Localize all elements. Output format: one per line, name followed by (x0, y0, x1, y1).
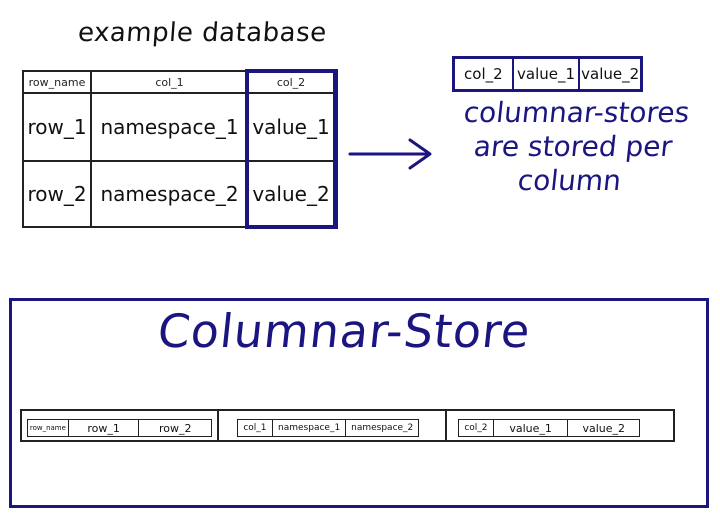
store-cell: value_2 (582, 421, 625, 435)
store-group-col-2: col_2 value_1 value_2 (458, 419, 640, 437)
header-col-1: col_1 (155, 75, 184, 89)
store-cell: row_1 (69, 420, 140, 436)
store-cell: value_1 (494, 420, 569, 436)
cell-row-2-col-1: namespace_2 (100, 182, 239, 206)
cell-row-1-col-2: value_1 (252, 115, 330, 139)
strip-cell-col-2: col_2 (455, 59, 514, 89)
cell-row-2-col-2: value_2 (252, 182, 330, 206)
store-cell: row_name (28, 420, 69, 436)
store-cell: col_1 (238, 420, 273, 436)
header-row-name: row_name (28, 75, 86, 89)
example-table: row_name col_1 col_2 row_1 namespace_1 v… (22, 70, 335, 228)
column-strip: col_2 value_1 value_2 (452, 56, 643, 92)
cell-row-1-col-1: namespace_1 (100, 115, 239, 139)
cell-row-1-name: row_1 (27, 115, 87, 139)
col-2-highlight (245, 69, 338, 229)
cell-row-2-name: row_2 (27, 182, 87, 206)
store-cell: col_2 (459, 420, 494, 436)
store-cell: row_2 (158, 421, 192, 435)
right-arrow-icon (348, 138, 432, 170)
columnar-store-title: Columnar-Store (155, 304, 534, 358)
columnar-store-box (9, 298, 709, 508)
store-cell: namespace_2 (351, 423, 414, 433)
header-col-2: col_2 (276, 75, 306, 89)
example-database-title: example database (76, 18, 328, 48)
strip-cell-value-2: value_2 (581, 65, 640, 83)
store-group-col-1: col_1 namespace_1 namespace_2 (237, 419, 419, 437)
store-cell: namespace_1 (273, 420, 347, 436)
strip-cell-value-1: value_1 (514, 59, 581, 89)
store-group-row-name: row_name row_1 row_2 (27, 419, 212, 437)
columnar-note: columnar-stores are stored per column (462, 96, 692, 197)
columnar-store-row: row_name row_1 row_2 col_1 namespace_1 n… (20, 409, 675, 442)
